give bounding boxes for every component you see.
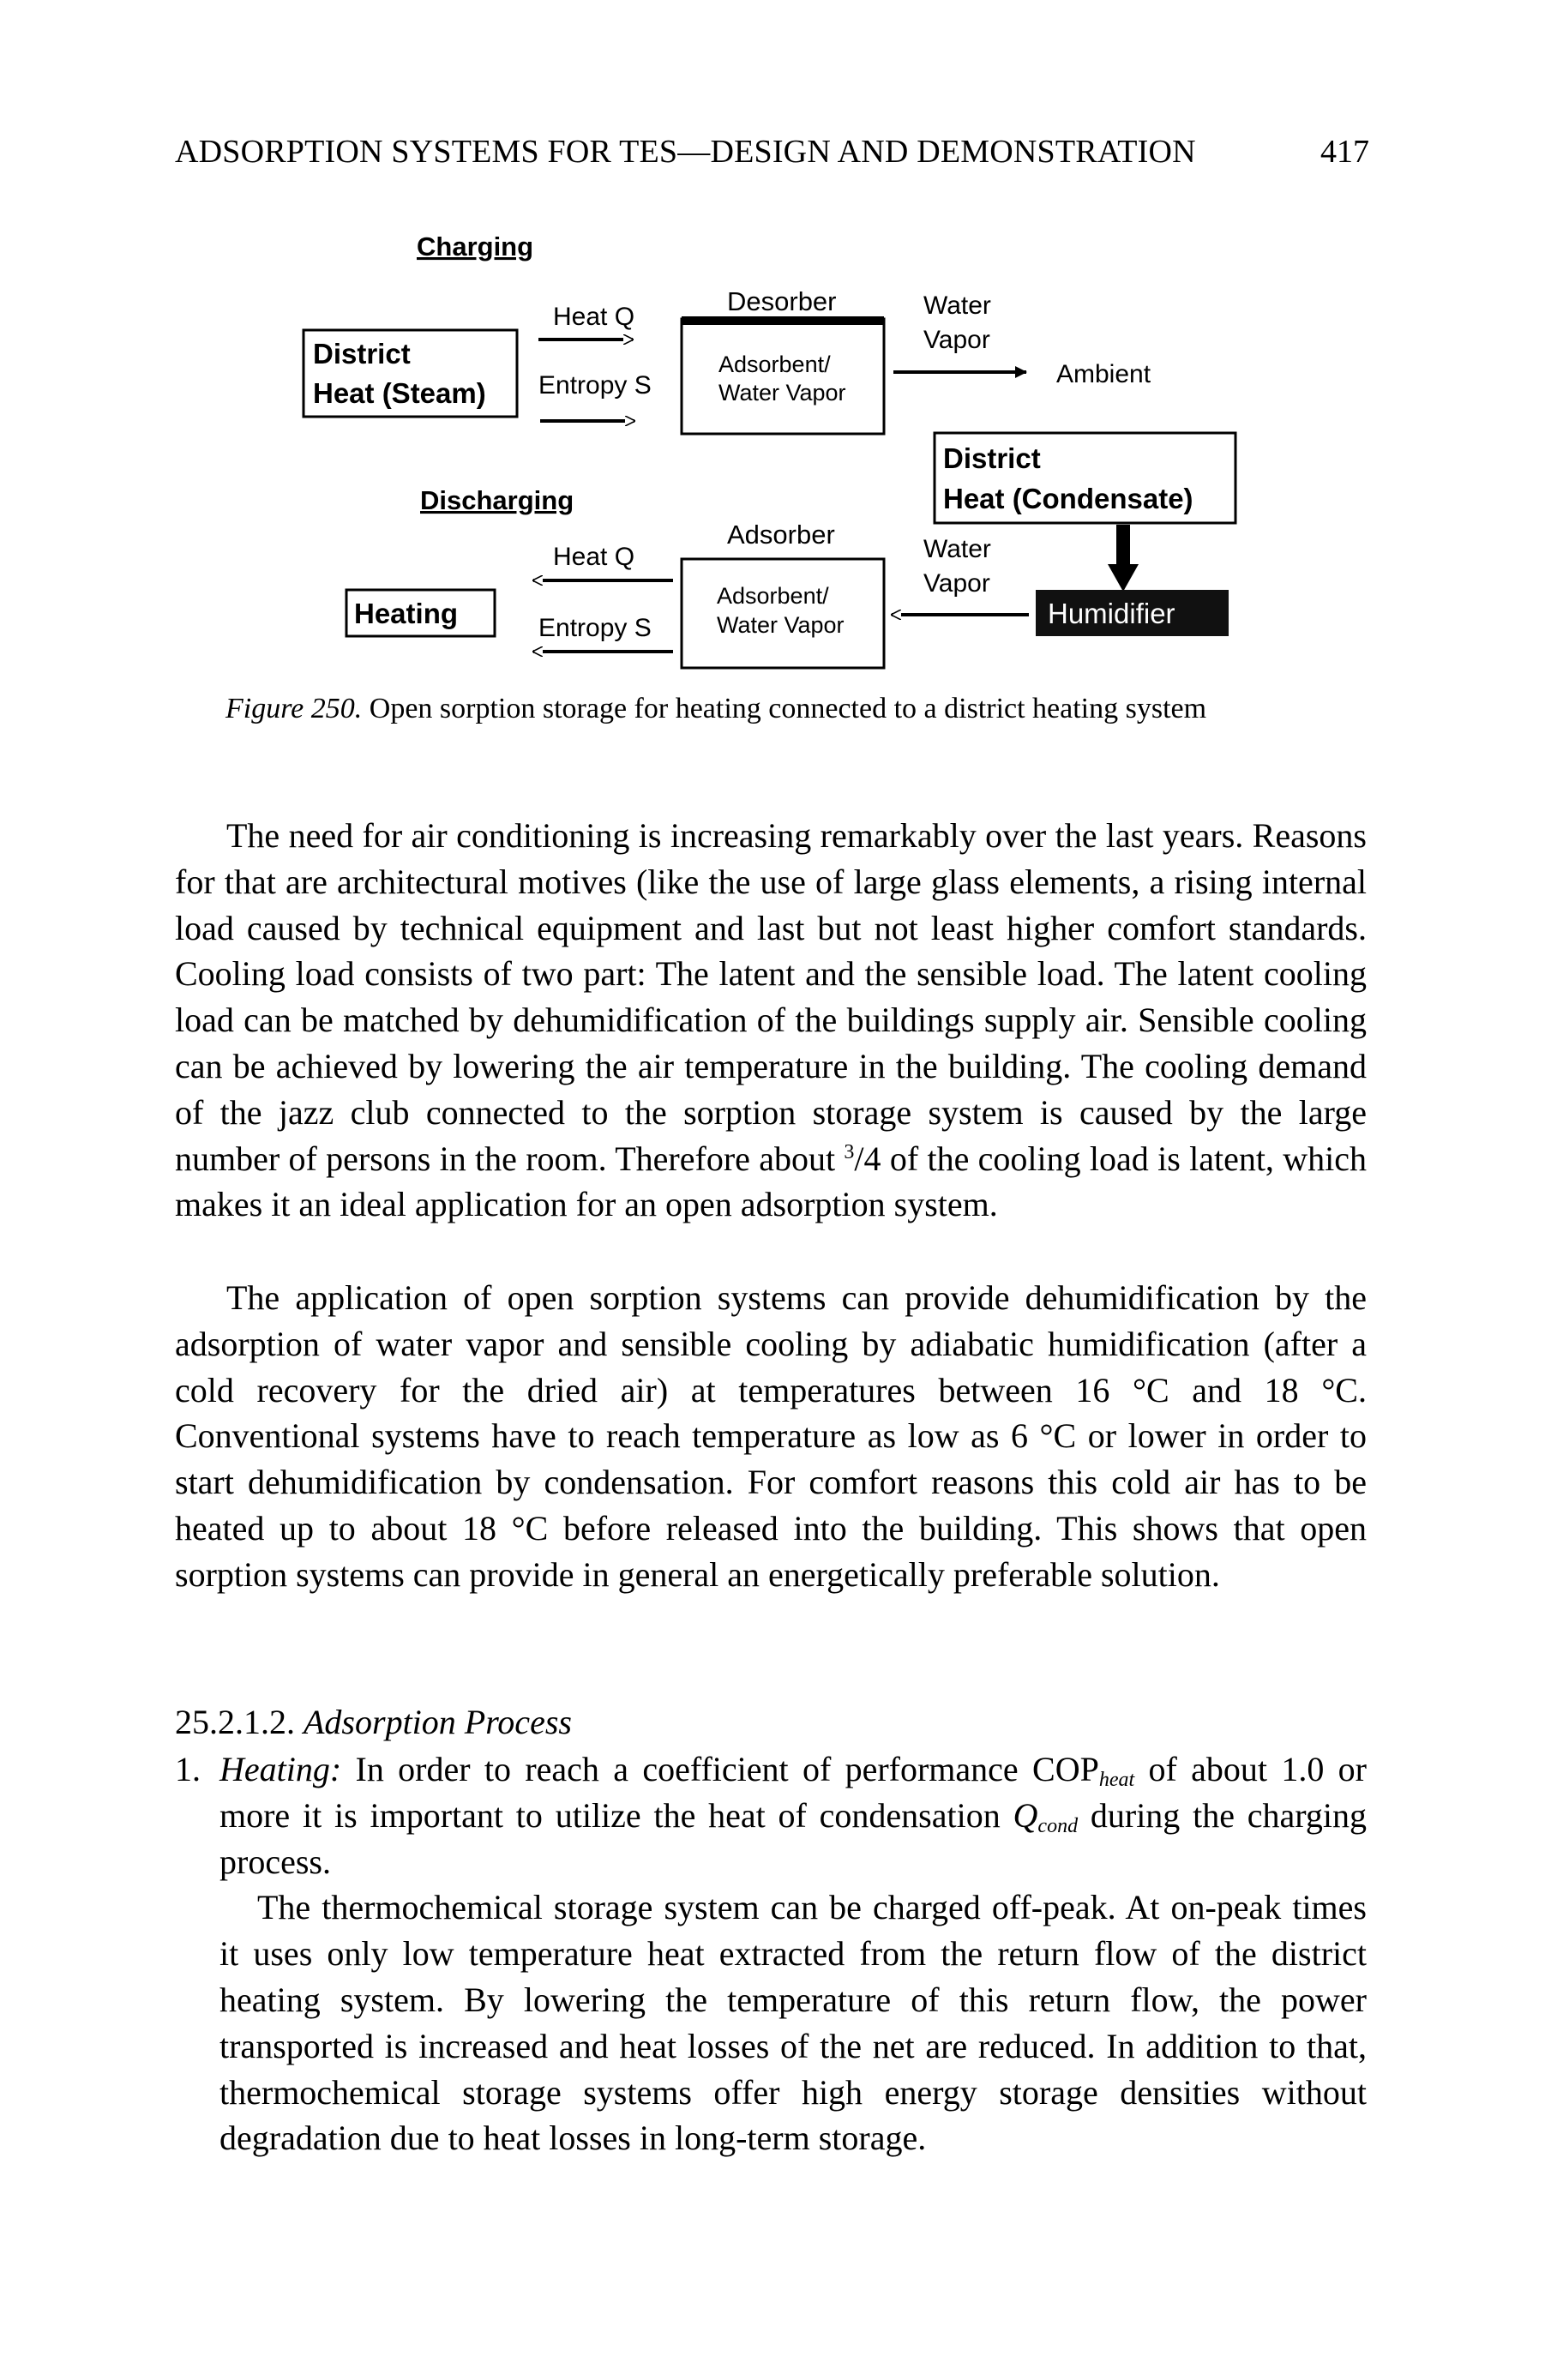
adsorber-box <box>680 557 886 670</box>
humidifier-label: Humidifier <box>1048 598 1175 629</box>
fraction-denominator: /4 <box>854 1139 881 1178</box>
charging-water-vapor-line1: Water <box>923 291 991 320</box>
figure-caption-label: Figure 250. <box>225 693 363 724</box>
running-head: ADSORPTION SYSTEMS FOR TES—DESIGN AND DE… <box>175 134 1196 170</box>
list-item-paragraph-2: The thermochemical storage system can be… <box>219 1888 1367 2158</box>
section-title: Adsorption Process <box>304 1703 572 1741</box>
heating-box <box>345 588 496 638</box>
discharging-heat-label: Heat Q <box>553 543 634 571</box>
figure-diagram: Charging District Heat (Steam) Heat Q En… <box>302 231 1237 670</box>
district-heat-steam-label-line1: District <box>313 338 411 370</box>
adsorber-label: Adsorber <box>727 520 835 550</box>
discharging-entropy-label: Entropy S <box>538 614 652 642</box>
district-heat-steam-label-line2: Heat (Steam) <box>313 377 486 409</box>
charging-entropy-label: Entropy S <box>538 371 652 400</box>
condensate-down-arrow <box>1108 525 1139 592</box>
district-heat-condensate-box <box>933 431 1237 525</box>
section-heading: 25.2.1.2. Adsorption Process <box>175 1702 572 1742</box>
desorber-label: Desorber <box>727 286 837 316</box>
desorber-content-line1: Adsorbent/ <box>718 352 831 377</box>
discharging-water-vapor-line2: Vapor <box>923 569 990 598</box>
figure-caption: Figure 250. Open sorption storage for he… <box>225 693 1206 725</box>
q-symbol: Q <box>1013 1795 1038 1835</box>
discharging-water-vapor-line1: Water <box>923 535 991 563</box>
adsorber-content-line2: Water Vapor <box>717 612 845 638</box>
page-number: 417 <box>1320 134 1369 170</box>
district-heat-steam-box <box>302 328 519 418</box>
q-subscript: cond <box>1037 1814 1079 1837</box>
figure-caption-text: Open sorption storage for heating connec… <box>369 693 1207 724</box>
list-item-number: 1. <box>175 1750 201 1788</box>
list-item-text-b: of about 1.0 or more it is important to … <box>219 1750 1367 1835</box>
desorber-content-line2: Water Vapor <box>718 380 846 406</box>
list-item-text-c: during the charging process. <box>219 1795 1367 1881</box>
list-item-text-a: In order to reach a coefficient of perfo… <box>341 1750 1099 1788</box>
paragraph-2-text: The application of open sorption systems… <box>175 1278 1367 1594</box>
district-heat-condensate-label-line2: Heat (Condensate) <box>943 483 1193 514</box>
humidifier-box <box>1036 590 1229 636</box>
list-item-label: Heating: <box>219 1750 342 1788</box>
charging-title: Charging <box>417 231 533 261</box>
paragraph-1-tail: of the cooling load is latent, which mak… <box>175 1139 1367 1224</box>
adsorber-content-line1: Adsorbent/ <box>717 583 829 609</box>
ambient-label: Ambient <box>1056 360 1151 388</box>
desorber-top-bar <box>682 316 884 325</box>
charging-heat-label: Heat Q <box>553 303 634 331</box>
cop-subscript: heat <box>1098 1769 1135 1791</box>
paragraph-2: The application of open sorption systems… <box>175 1275 1367 1598</box>
charging-water-vapor-line2: Vapor <box>923 326 990 354</box>
fraction-numerator: 3 <box>844 1140 855 1163</box>
section-number: 25.2.1.2. <box>175 1703 295 1741</box>
discharging-title: Discharging <box>420 485 574 515</box>
district-heat-condensate-label-line1: District <box>943 442 1041 474</box>
paragraph-1: The need for air conditioning is increas… <box>175 813 1367 1228</box>
heating-label: Heating <box>354 598 458 629</box>
paragraph-1-text: The need for air conditioning is increas… <box>175 816 1367 1178</box>
